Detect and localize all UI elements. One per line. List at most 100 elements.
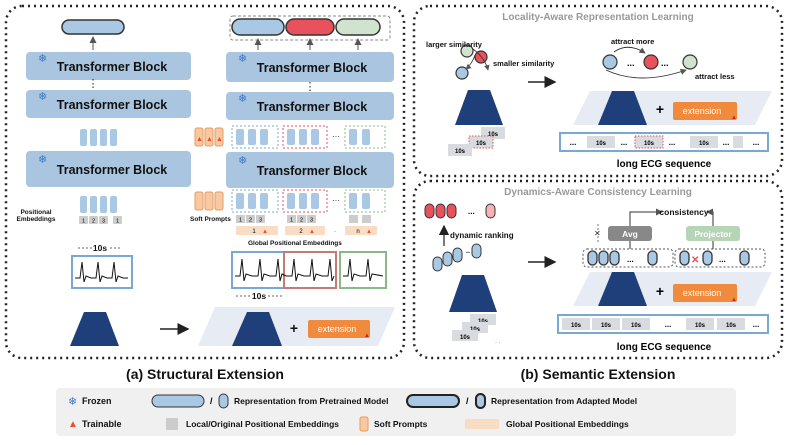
svg-text:10s: 10s: [699, 141, 710, 147]
svg-text:10s: 10s: [695, 323, 706, 329]
caption-structural: (a) Structural Extension: [126, 366, 284, 382]
legend-adapted-rep: Representation from Adapted Model: [491, 396, 637, 406]
flame-icon: ▲: [206, 136, 213, 143]
svg-text:1: 1: [82, 219, 85, 225]
svg-text:consistency: consistency: [659, 207, 708, 217]
pretrained-representation: [61, 19, 125, 35]
svg-text:✕: ✕: [594, 229, 601, 238]
svg-text:10s: 10s: [644, 141, 655, 147]
adapted-encoder: [232, 312, 282, 346]
svg-text:+: +: [656, 101, 664, 117]
soft-prompts-label: Soft Prompts: [190, 216, 231, 223]
ecg-segment-left: [71, 255, 133, 289]
svg-text:· ·: · ·: [495, 340, 501, 346]
legend-soft-prompts: Soft Prompts: [374, 419, 428, 429]
legend-local-pe: Local/Original Positional Embeddings: [186, 419, 339, 429]
svg-text:3: 3: [259, 218, 262, 224]
svg-text:⋮: ⋮: [305, 81, 316, 93]
svg-text:3: 3: [310, 218, 313, 224]
drop-icon: ✕: [691, 255, 699, 266]
svg-text:1: 1: [290, 218, 293, 224]
flame-icon: ▲: [68, 419, 78, 430]
block-label: Transformer Block: [57, 98, 168, 112]
global-positional-embeddings: 1 2 · n ▲ ▲ ▲: [236, 226, 377, 235]
svg-text:n: n: [356, 229, 359, 235]
svg-text:...: ...: [570, 138, 577, 147]
segment-duration-label: 10s: [93, 243, 107, 253]
svg-text:2: 2: [300, 218, 303, 224]
svg-text:+: +: [656, 283, 664, 299]
svg-text:extension: extension: [318, 324, 357, 334]
caption-semantic: (b) Semantic Extension: [521, 366, 676, 382]
svg-text:...: ...: [661, 58, 669, 68]
snowflake-icon: ❄: [38, 91, 47, 103]
dynamics-title: Dynamics-Aware Consistency Learning: [504, 187, 692, 198]
flame-icon: ▲: [262, 229, 268, 235]
adapted-representation-end: [335, 18, 381, 36]
global-positional-embeddings-label: Global Positional Embeddings: [248, 240, 342, 247]
panel-b-top-border: [412, 4, 784, 178]
svg-text:···: ···: [332, 132, 340, 141]
projector-module: [686, 226, 740, 241]
right-local-positional-embeddings: 1 2 3 1 2 3: [236, 215, 371, 224]
pretrained-encoder: [70, 312, 119, 346]
locality-title: Locality-Aware Representation Learning: [502, 12, 694, 23]
svg-text:...: ...: [627, 255, 634, 264]
snowflake-icon: ❄: [238, 53, 247, 65]
svg-text:smaller similarity: smaller similarity: [493, 59, 555, 68]
svg-text:..: ..: [466, 248, 470, 255]
svg-text:...: ...: [665, 320, 672, 329]
svg-text:...: ...: [753, 320, 760, 329]
flame-icon: ▲: [364, 333, 370, 339]
legend-frozen: Frozen: [82, 396, 112, 406]
adapted-representation: [231, 18, 285, 36]
svg-text:/: /: [210, 396, 213, 406]
sequence-caption: long ECG sequence: [617, 159, 712, 170]
svg-text:larger similarity: larger similarity: [426, 40, 483, 49]
panel-b-bottom-border: [412, 179, 784, 360]
svg-text:10s: 10s: [726, 323, 737, 329]
snowflake-icon: ❄: [38, 154, 47, 166]
snowflake-icon: ❄: [238, 93, 247, 105]
left-positional-embeddings: 1 2 3 1: [79, 216, 122, 225]
flame-icon: ▲: [216, 136, 223, 143]
snowflake-icon: ❄: [238, 155, 247, 167]
segment-duration-label: 10s: [252, 291, 266, 301]
svg-text:attract more: attract more: [611, 37, 654, 46]
svg-text:10s: 10s: [488, 132, 499, 138]
block-label: Transformer Block: [57, 60, 168, 74]
svg-text:...: ...: [719, 255, 726, 264]
svg-text:▲: ▲: [731, 115, 737, 121]
svg-text:Transformer Block: Transformer Block: [257, 61, 368, 75]
svg-text:extension: extension: [683, 288, 722, 298]
svg-text:·: ·: [334, 229, 336, 235]
left-transformer-stack: Transformer Block ❄ ⋮ Transformer Block …: [26, 52, 191, 213]
svg-text:...: ...: [468, 207, 475, 216]
right-transformer-stack: Transformer Block ❄ ⋮ Transformer Block …: [194, 52, 394, 213]
svg-text:Avg: Avg: [622, 229, 638, 239]
adapted-encoder: [455, 90, 503, 125]
extension-module: [673, 284, 737, 302]
snowflake-icon: ❄: [68, 396, 77, 408]
svg-text:...: ...: [753, 138, 760, 147]
svg-text:10s: 10s: [596, 141, 607, 147]
legend-pretrained-rep: Representation from Pretrained Model: [234, 396, 388, 406]
svg-text:attract less: attract less: [695, 72, 735, 81]
adapted-encoder: [449, 275, 497, 312]
flame-icon: ▲: [366, 229, 372, 235]
svg-text:3: 3: [102, 219, 105, 225]
svg-text:...: ...: [627, 58, 635, 68]
svg-text:10s: 10s: [631, 323, 642, 329]
svg-text:10s: 10s: [455, 149, 466, 155]
sequence-caption: long ECG sequence: [617, 342, 712, 353]
svg-text:Projector: Projector: [694, 229, 732, 239]
svg-text:2: 2: [299, 229, 303, 235]
legend-trainable: Trainable: [82, 419, 122, 429]
svg-text:10s: 10s: [601, 323, 612, 329]
svg-text:...: ...: [621, 138, 628, 147]
avg-module: [608, 226, 652, 241]
svg-text:dynamic ranking: dynamic ranking: [450, 231, 514, 240]
adapted-representation-highlight: [285, 18, 335, 36]
svg-text:10s: 10s: [571, 323, 582, 329]
